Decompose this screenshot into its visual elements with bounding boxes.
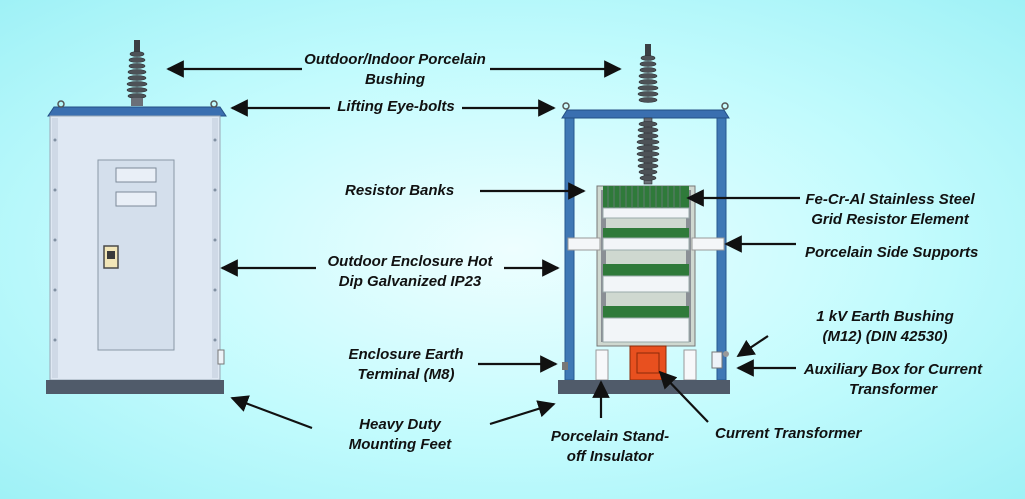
label-earth-bushing-line2: (M12) (DIN 42530): [822, 328, 948, 345]
standoff-insulator-left: [595, 349, 609, 381]
label-enclosure-line2: Dip Galvanized IP23: [338, 273, 482, 290]
left-enclosure: [46, 40, 227, 394]
callout-arrows: [166, 60, 800, 430]
left-bushing: [126, 40, 148, 106]
side-support-left: [567, 237, 601, 251]
label-side-supports: Porcelain Side Supports: [805, 244, 979, 261]
label-feet-line1: Heavy Duty: [359, 416, 441, 433]
label-lifting-eye-bolts: Lifting Eye-bolts: [337, 98, 455, 115]
label-grid-line2: Grid Resistor Element: [811, 211, 969, 228]
label-standoff-line2: off Insulator: [566, 448, 654, 465]
label-earth-terminal-line2: Terminal (M8): [357, 366, 455, 383]
earth-bushing: [723, 351, 729, 357]
right-unit: [558, 44, 730, 394]
label-bushing-line2: Bushing: [365, 71, 425, 88]
label-earth-terminal-line1: Enclosure Earth: [348, 346, 464, 363]
right-bushing-inner: [636, 117, 660, 185]
label-bushing: Outdoor/Indoor Porcelain Bushing: [300, 50, 490, 90]
earth-terminal: [562, 362, 568, 370]
left-roof: [47, 106, 227, 117]
label-enclosure: Outdoor Enclosure Hot Dip Galvanized IP2…: [316, 252, 504, 292]
label-aux-line1: Auxiliary Box for Current: [803, 361, 983, 378]
label-mounting-feet: Heavy Duty Mounting Feet: [330, 415, 470, 455]
right-bushing-top: [637, 44, 659, 103]
label-earth-bushing-line1: 1 kV Earth Bushing: [816, 308, 954, 325]
current-transformer: [629, 345, 667, 381]
label-earth-bushing: 1 kV Earth Bushing (M12) (DIN 42530): [790, 307, 980, 347]
aux-box: [711, 351, 723, 369]
side-support-right: [691, 237, 725, 251]
label-feet-line2: Mounting Feet: [348, 436, 452, 453]
label-grid-line1: Fe-Cr-Al Stainless Steel: [805, 191, 975, 208]
resistor-banks: [596, 185, 696, 347]
label-grid-element: Fe-Cr-Al Stainless Steel Grid Resistor E…: [800, 190, 980, 230]
label-bushing-line1: Outdoor/Indoor Porcelain: [304, 51, 486, 68]
label-earth-terminal: Enclosure Earth Terminal (M8): [334, 345, 478, 385]
label-standoff-line1: Porcelain Stand-: [550, 428, 670, 445]
label-enclosure-line1: Outdoor Enclosure Hot: [327, 253, 493, 270]
left-base: [46, 380, 224, 394]
label-current-transformer: Current Transformer: [715, 425, 862, 442]
label-aux-line2: Transformer: [848, 381, 938, 398]
standoff-insulator-right: [683, 349, 697, 381]
label-aux-box: Auxiliary Box for Current Transformer: [800, 360, 986, 400]
label-resistor-banks: Resistor Banks: [345, 182, 455, 199]
label-standoff: Porcelain Stand- off Insulator: [548, 427, 672, 467]
right-base: [558, 380, 730, 394]
